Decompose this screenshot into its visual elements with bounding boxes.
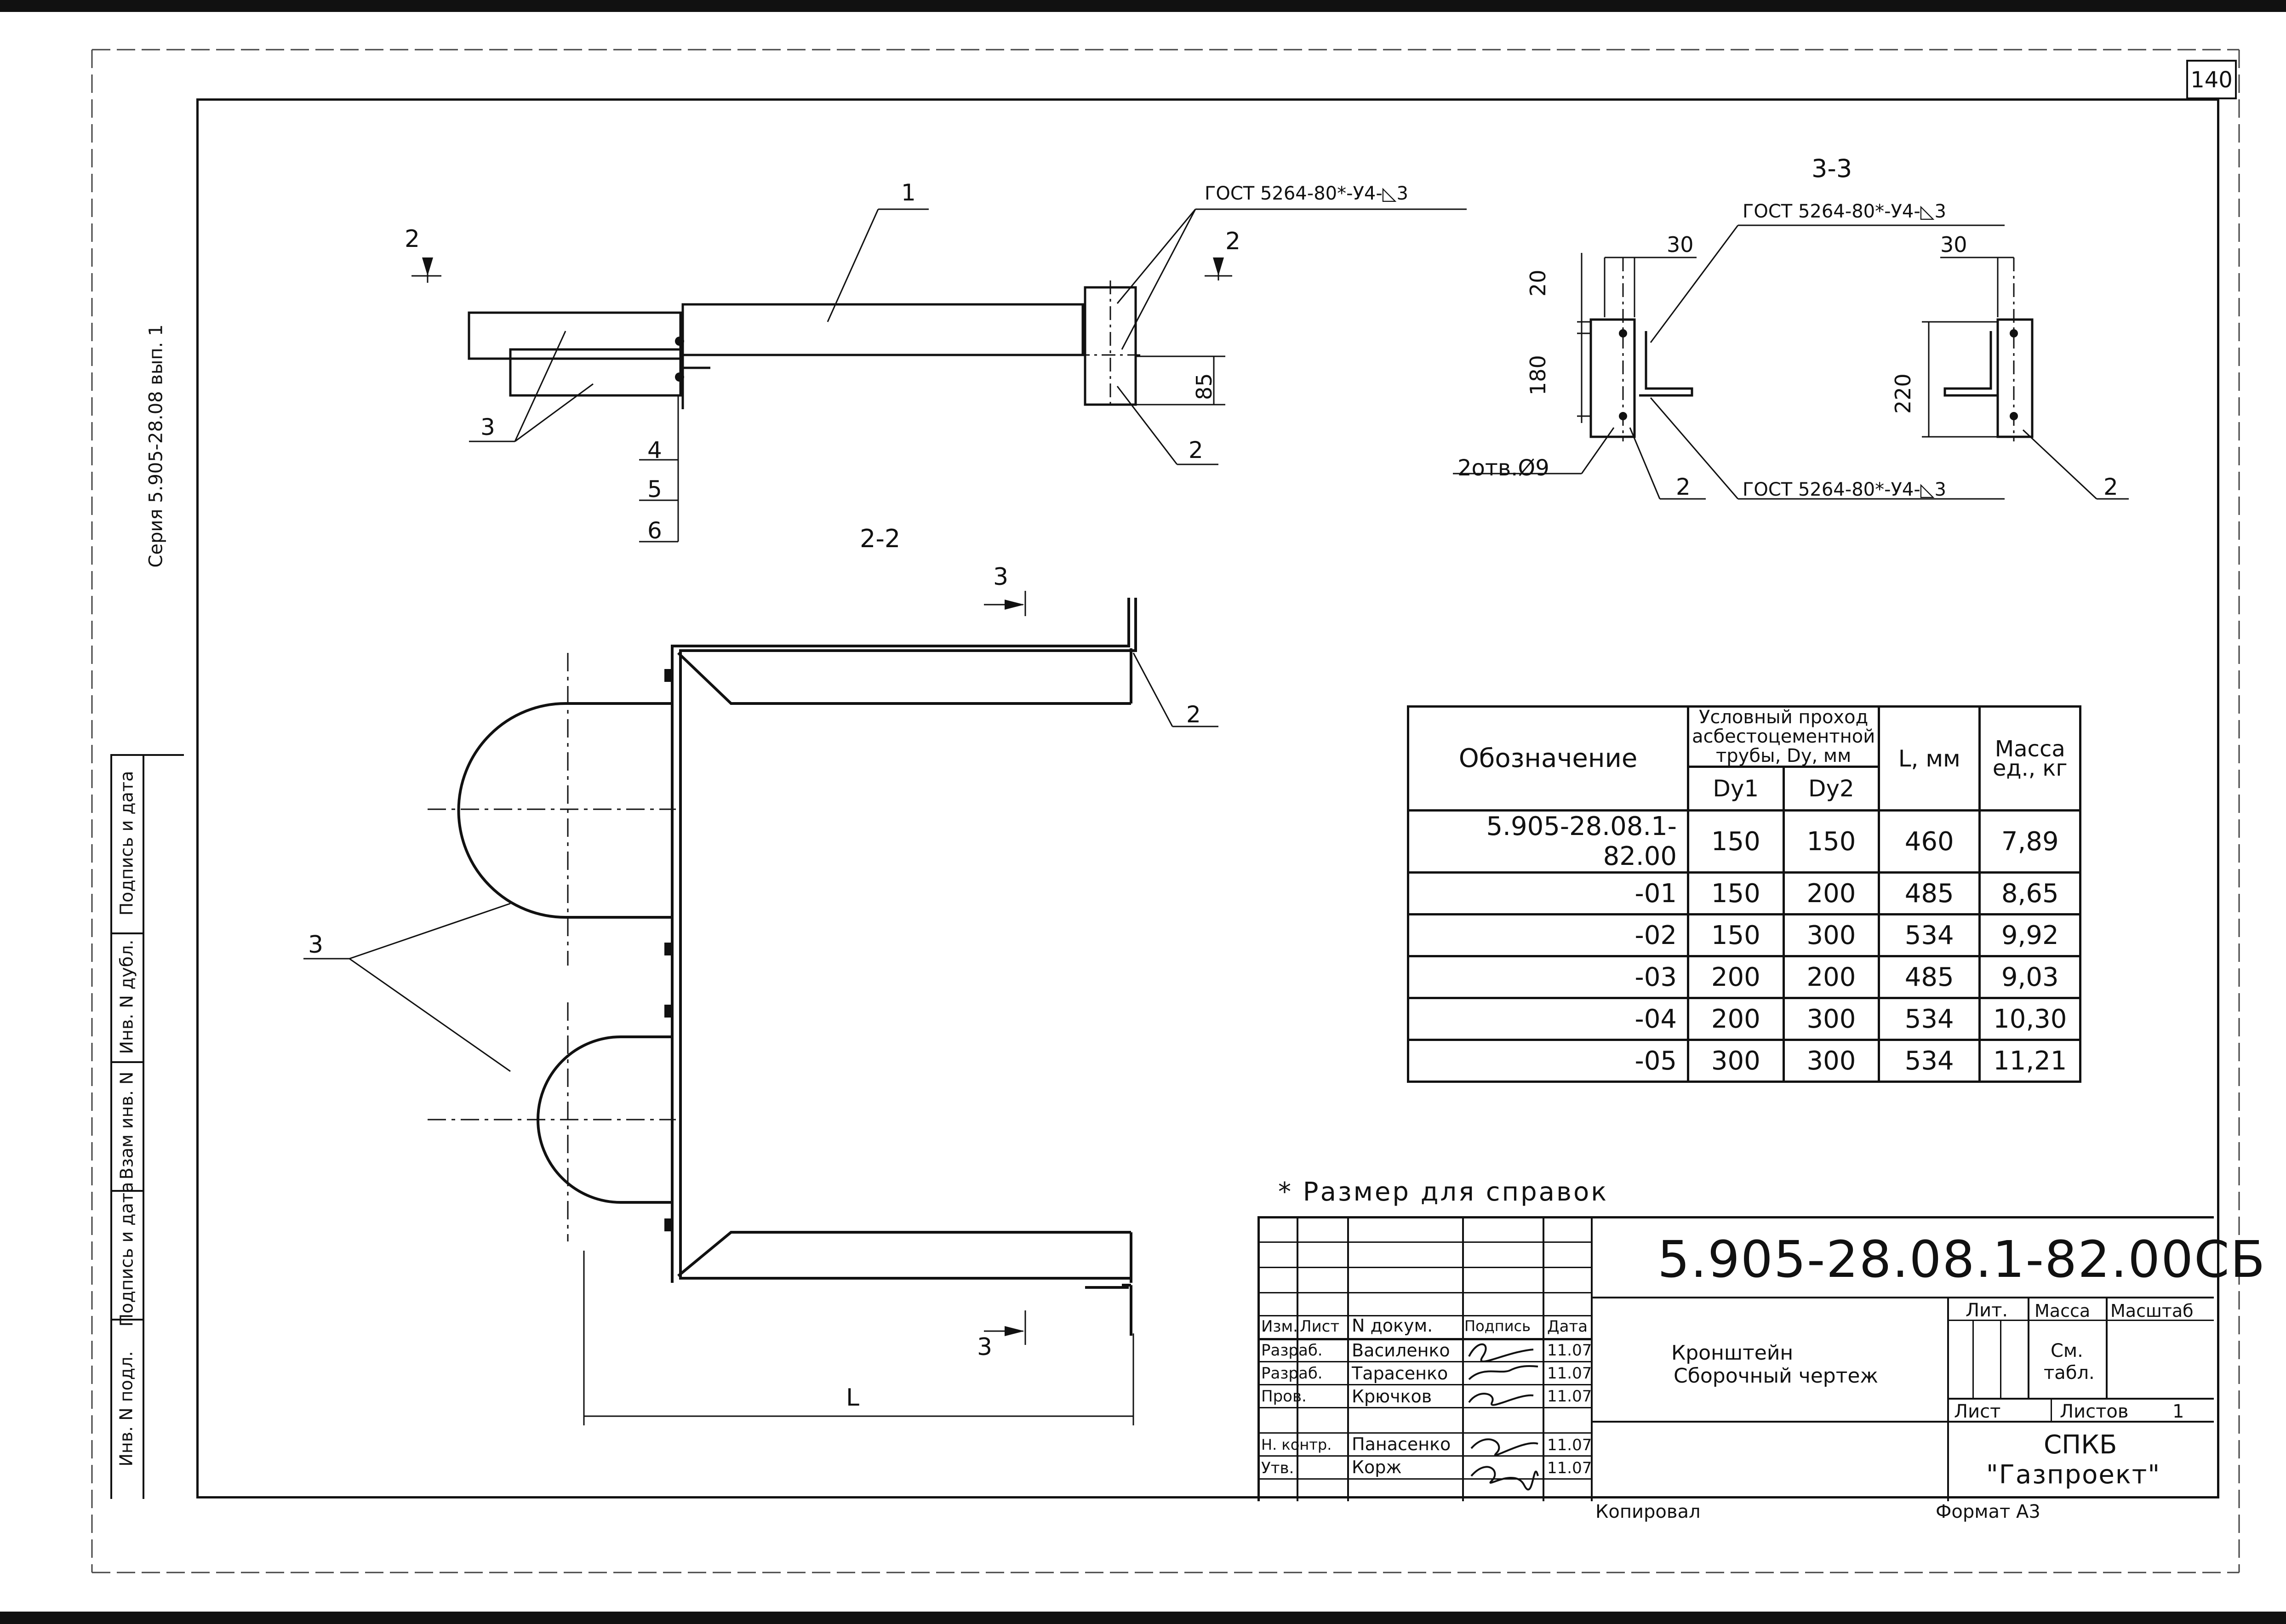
col-izm: Изм. xyxy=(1261,1317,1298,1336)
callout-2-top: 2 xyxy=(1189,437,1203,463)
dim-85: 85 xyxy=(1192,373,1217,400)
section-mark-3-bottom: 3 xyxy=(977,1333,993,1361)
date-6: 11.07 xyxy=(1547,1459,1592,1477)
title-block: 5.905-28.08.1-82.00СБ Изм. Лист N докум.… xyxy=(1257,1216,2265,1501)
callout-2-33-left: 2 xyxy=(1676,474,1691,500)
see-table-2: табл. xyxy=(2044,1362,2095,1384)
sheets-label: Листов xyxy=(2060,1401,2129,1422)
format-label: Формат А3 xyxy=(1936,1501,2040,1522)
date-3: 11.07 xyxy=(1547,1387,1592,1406)
reference-note: * Размер для справок xyxy=(1278,1177,1609,1207)
callout-3-top: 3 xyxy=(480,414,495,440)
role-razrab-1: Разраб. xyxy=(1261,1341,1323,1360)
dim-30-right: 30 xyxy=(1940,232,1967,257)
date-2: 11.07 xyxy=(1547,1364,1592,1383)
signatures xyxy=(1468,1343,1539,1491)
lit-label: Лит. xyxy=(1966,1300,2008,1321)
copied-label: Копировал xyxy=(1595,1501,1701,1522)
name-panasenko: Панасенко xyxy=(1352,1434,1451,1454)
masshtab-label: Масштаб xyxy=(2110,1301,2194,1321)
title-line-1: Кронштейн xyxy=(1671,1341,1794,1365)
date-5: 11.07 xyxy=(1547,1436,1592,1454)
sheet-label: Лист xyxy=(1954,1401,2001,1422)
callout-3-clamps: 3 xyxy=(308,931,324,959)
role-prov: Пров. xyxy=(1261,1387,1307,1406)
spec-table: Обозначение Условный проход асбестоцемен… xyxy=(1407,705,2082,1083)
sheet-border xyxy=(196,98,2219,1498)
role-razrab-2: Разраб. xyxy=(1261,1364,1323,1383)
dim-L: L xyxy=(846,1384,859,1412)
header-designation: Обозначение xyxy=(1407,705,1689,812)
view-mark-2-right: 2 xyxy=(1225,228,1241,255)
col-date: Дата xyxy=(1547,1317,1588,1336)
header-L: L, мм xyxy=(1878,705,1981,812)
title-line-2: Сборочный чертеж xyxy=(1674,1364,1879,1388)
dim-20: 20 xyxy=(1526,269,1550,297)
weld-spec-main: ГОСТ 5264-80*-У4-◺3 xyxy=(1205,183,1408,204)
dim-30-left: 30 xyxy=(1667,232,1694,257)
org-line-1: СПКБ xyxy=(2044,1430,2117,1460)
name-tarasenko: Тарасенко xyxy=(1352,1363,1448,1384)
header-dy1: Dy1 xyxy=(1687,766,1785,812)
section-label-2-2: 2-2 xyxy=(860,524,901,553)
side-stamp: Инв. N подл. Подпись и дата Взам инв. N … xyxy=(110,754,184,1499)
weld-spec-3-3-top: ГОСТ 5264-80*-У4-◺3 xyxy=(1743,201,1946,222)
massa-label: Масса xyxy=(2035,1301,2091,1321)
holes-label: 2отв.Ø9 xyxy=(1457,455,1549,481)
weld-spec-3-3-bottom: ГОСТ 5264-80*-У4-◺3 xyxy=(1743,479,1946,500)
callout-4: 4 xyxy=(647,437,662,463)
col-list: Лист xyxy=(1300,1317,1340,1336)
org-line-2: "Газпроект" xyxy=(1986,1460,2161,1490)
doc-code: 5.905-28.08.1-82.00СБ xyxy=(1657,1230,2266,1289)
dim-220: 220 xyxy=(1891,373,1915,414)
header-passage: Условный проход асбестоцементной трубы, … xyxy=(1686,705,1880,768)
header-mass: Масса ед., кг xyxy=(1978,705,2082,812)
col-sign: Подпись xyxy=(1464,1317,1531,1335)
role-n-kontr: Н. контр. xyxy=(1261,1436,1332,1453)
callout-2-bracket: 2 xyxy=(1186,701,1201,728)
scan-border-top xyxy=(0,0,2286,12)
name-korzh: Корж xyxy=(1352,1457,1402,1477)
section-mark-3-top: 3 xyxy=(993,563,1009,591)
view-mark-2-left: 2 xyxy=(405,225,420,253)
callout-5: 5 xyxy=(647,476,662,503)
see-table-1: См. xyxy=(2051,1340,2083,1361)
role-utv: Утв. xyxy=(1261,1459,1294,1477)
callout-6: 6 xyxy=(647,517,662,544)
section-label-3-3: 3-3 xyxy=(1812,154,1852,183)
page-number: 140 xyxy=(2186,60,2237,99)
callout-2-33-right: 2 xyxy=(2103,474,2118,500)
name-vasilenko: Василенко xyxy=(1352,1340,1450,1361)
dim-180: 180 xyxy=(1526,355,1550,395)
scan-border-bottom xyxy=(0,1612,2286,1624)
header-dy2: Dy2 xyxy=(1782,766,1880,812)
sheets-count: 1 xyxy=(2172,1401,2184,1422)
col-ndoc: N докум. xyxy=(1352,1315,1433,1336)
callout-1: 1 xyxy=(901,179,916,206)
name-kryuchkov: Крючков xyxy=(1352,1386,1432,1407)
date-1: 11.07 xyxy=(1547,1341,1592,1360)
